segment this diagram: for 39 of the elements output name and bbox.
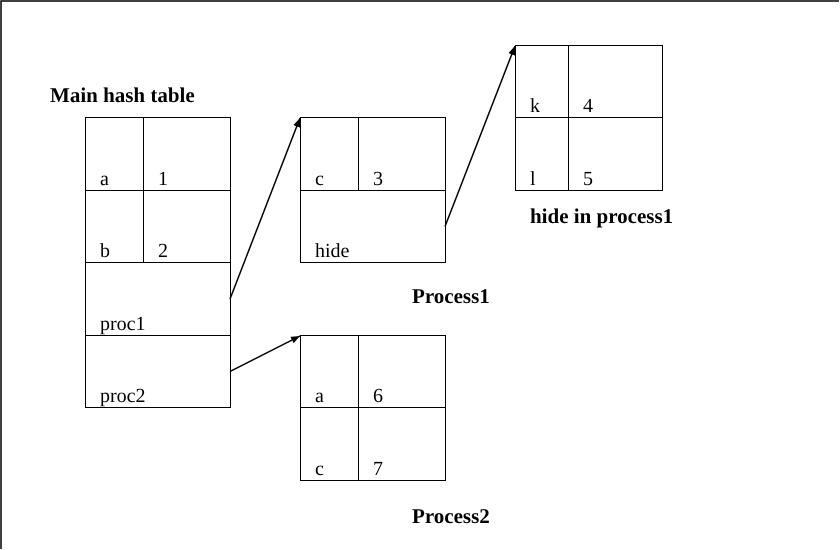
cell-text: 1: [158, 169, 168, 189]
table-cell: [143, 117, 231, 191]
cell-text: a: [315, 386, 324, 406]
cell-text: b: [100, 241, 110, 261]
table-cell: [515, 45, 569, 118]
table-title: Process1: [412, 285, 490, 308]
arrow: [229, 118, 301, 300]
table-cell: [568, 45, 663, 118]
cell-text: k: [530, 96, 540, 116]
table-cell: [358, 117, 446, 191]
cell-text: 3: [373, 169, 383, 189]
table-title: Process2: [412, 505, 490, 528]
cell-text: l: [530, 169, 536, 189]
table-cell: [568, 117, 663, 191]
table-title: hide in process1: [530, 205, 674, 228]
arrow: [230, 335, 300, 372]
cell-text: hide: [315, 241, 350, 261]
table-cell: [85, 117, 144, 191]
table-cell: [358, 335, 446, 408]
table-cell: [300, 335, 359, 408]
cell-text: a: [100, 169, 109, 189]
cell-text: 5: [583, 169, 593, 189]
arrow: [444, 46, 516, 227]
table-cell: [300, 407, 359, 481]
table-cell: [85, 262, 231, 336]
cell-text: 4: [583, 96, 593, 116]
cell-text: proc1: [100, 314, 146, 334]
cell-text: 2: [158, 241, 168, 261]
table-cell: [358, 407, 446, 481]
table-cell: [300, 190, 446, 263]
table-title: Main hash table: [50, 84, 195, 108]
table-cell: [300, 117, 359, 191]
cell-text: 6: [373, 386, 383, 406]
table-cell: [85, 335, 231, 408]
cell-text: c: [315, 169, 324, 189]
cell-text: 7: [373, 459, 383, 479]
cell-text: c: [315, 459, 324, 479]
cell-text: proc2: [100, 386, 146, 406]
table-cell: [515, 117, 569, 191]
